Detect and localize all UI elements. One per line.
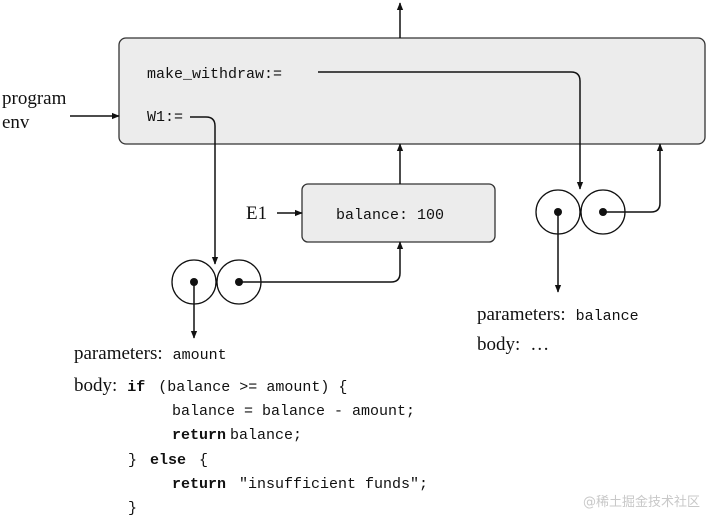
body-label: body: xyxy=(74,375,117,396)
keyword-return: return xyxy=(172,427,226,444)
frame-e1-label: E1 xyxy=(246,203,267,224)
w1-parameters-line: parameters: amount xyxy=(74,343,227,364)
code-text: (balance >= amount) { xyxy=(158,379,347,396)
w1-body-line-1: body: if (balance >= amount) { xyxy=(74,375,347,396)
w1-body-line-3: return balance; xyxy=(172,426,302,444)
make-withdraw-parameters-line: parameters: balance xyxy=(477,304,639,325)
program-env-label-line1: program xyxy=(2,88,67,109)
w1-body-line-6: } xyxy=(128,500,137,515)
make-withdraw-body-line: body: … xyxy=(477,334,549,355)
code-text: } xyxy=(128,452,137,469)
w1-env-arrow-to-e1 xyxy=(239,241,404,283)
parameters-label: parameters: xyxy=(74,343,163,364)
code-text: "insufficient funds"; xyxy=(239,476,428,493)
global-environment-frame xyxy=(118,37,706,145)
program-env-label-line2: env xyxy=(2,112,30,133)
frame-e1-binding: balance: 100 xyxy=(336,207,444,224)
w1-body-line-4: } else { xyxy=(128,451,208,469)
w1-body-line-2: balance = balance - amount; xyxy=(172,403,415,420)
parameters-value: amount xyxy=(173,347,227,364)
body-label: body: xyxy=(477,334,520,355)
make-withdraw-pointer-arrow xyxy=(318,71,584,190)
parameters-label: parameters: xyxy=(477,304,566,325)
parameters-value: balance xyxy=(576,308,639,325)
body-value: … xyxy=(530,334,549,355)
make-withdraw-binding: make_withdraw:= xyxy=(147,66,282,83)
w1-body-line-5: return "insufficient funds"; xyxy=(172,475,428,493)
keyword-return: return xyxy=(172,476,226,493)
keyword-else: else xyxy=(150,452,186,469)
code-text: balance; xyxy=(230,427,302,444)
make-withdraw-env-arrow-to-global xyxy=(603,143,664,213)
watermark: @稀土掘金技术社区 xyxy=(583,494,700,510)
keyword-if: if xyxy=(127,379,145,396)
w1-binding: W1:= xyxy=(147,109,183,126)
code-text: { xyxy=(199,452,208,469)
w1-pointer-arrow xyxy=(190,116,219,265)
